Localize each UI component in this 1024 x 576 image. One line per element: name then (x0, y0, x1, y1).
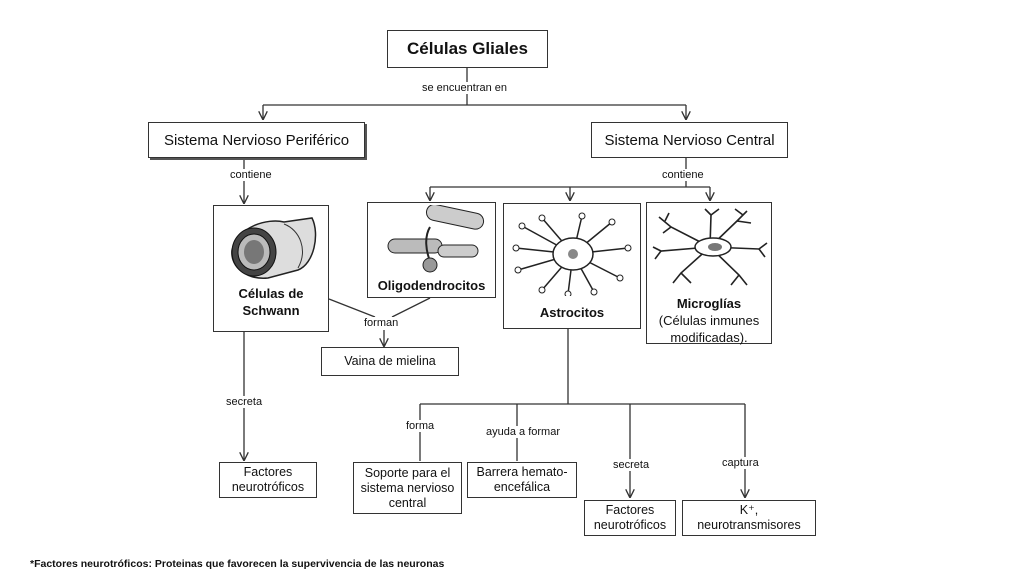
barrera-line1: Barrera hemato- (476, 465, 568, 479)
kplus-box: K⁺, neurotransmisores (682, 500, 816, 536)
snc-text: Sistema Nervioso Central (604, 131, 775, 149)
astrocyte-illustration (512, 212, 632, 296)
microglia-illustration (652, 208, 768, 286)
snc-box: Sistema Nervioso Central (591, 122, 788, 158)
micro-label-line2: (Células inmunes (658, 313, 760, 328)
link-captura: captura (722, 457, 759, 469)
schwann-label: Células de Schwann (214, 285, 328, 319)
link-forman: forman (364, 317, 399, 329)
micro-label-line1: Microglías (676, 296, 742, 311)
barrera-box: Barrera hemato- encefálica (467, 462, 577, 498)
connector-schwann-forman (328, 298, 376, 318)
link-secreta-left: secreta (226, 396, 263, 408)
factores-left-box: Factores neurotróficos (219, 462, 317, 498)
kplus-line2: neurotransmisores (697, 518, 801, 532)
oligodendrocyte-illustration (387, 205, 485, 273)
title-box: Células Gliales (387, 30, 548, 68)
link-secreta-right: secreta (613, 459, 650, 471)
vaina-text: Vaina de mielina (344, 354, 436, 368)
title-text: Células Gliales (407, 39, 528, 58)
link-contiene-left: contiene (230, 169, 272, 181)
vaina-box: Vaina de mielina (321, 347, 459, 376)
connector-oligo-forman (391, 297, 431, 318)
soporte-line2: sistema nervioso (360, 480, 455, 495)
factores-right-line1: Factores (605, 503, 655, 517)
link-ayuda-a-formar: ayuda a formar (486, 426, 560, 438)
factores-right-box: Factores neurotróficos (584, 500, 676, 536)
footnote: *Factores neurotróficos: Proteinas que f… (30, 558, 445, 570)
astro-label: Astrocitos (539, 305, 605, 320)
barrera-line2: encefálica (493, 480, 551, 494)
factores-right-line2: neurotróficos (593, 518, 667, 532)
soporte-line1: Soporte para el (364, 465, 451, 480)
schwann-box: Células de Schwann (213, 205, 329, 332)
snp-text: Sistema Nervioso Periférico (163, 131, 350, 149)
micro-label-line3: modificadas). (670, 330, 748, 345)
link-forma: forma (406, 420, 435, 432)
link-se-encuentran: se encuentran en (422, 82, 508, 94)
link-contiene-right: contiene (662, 169, 704, 181)
oligo-label: Oligodendrocitos (377, 278, 486, 293)
oligo-box: Oligodendrocitos (367, 202, 496, 298)
schwann-label-line1: Células de (238, 286, 304, 301)
snp-box: Sistema Nervioso Periférico (148, 122, 365, 158)
soporte-box: Soporte para el sistema nervioso central (353, 462, 462, 514)
schwann-label-line2: Schwann (242, 303, 300, 318)
factores-left-line1: Factores (243, 465, 293, 479)
astro-box: Astrocitos (503, 203, 641, 329)
micro-label: Microglías (Células inmunes modificadas)… (647, 295, 771, 346)
kplus-line1: K⁺, (739, 503, 759, 517)
factores-left-line2: neurotróficos (231, 480, 305, 494)
soporte-line3: central (388, 495, 427, 510)
schwann-cell-illustration (231, 217, 317, 279)
micro-box: Microglías (Células inmunes modificadas)… (646, 202, 772, 346)
